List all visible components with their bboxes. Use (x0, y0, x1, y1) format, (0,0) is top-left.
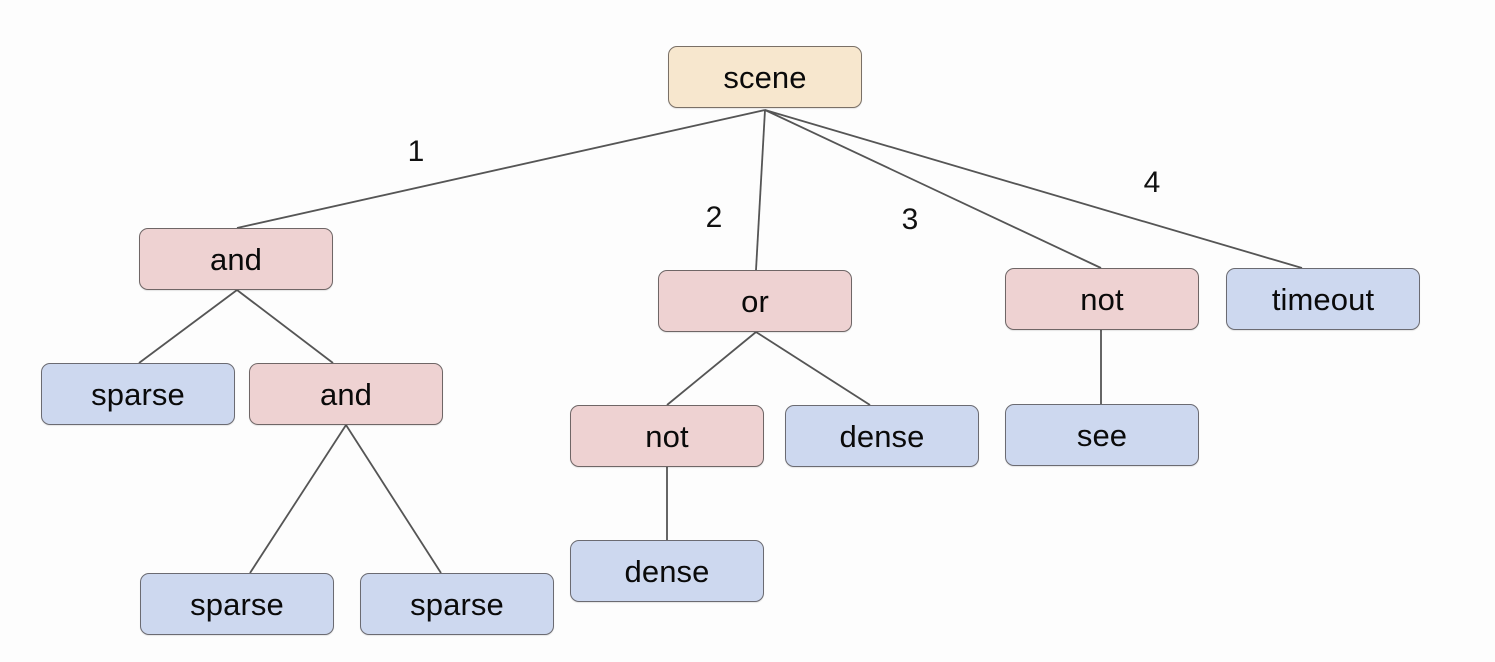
tree-node-dense2[interactable]: dense (570, 540, 764, 602)
edge-scene-to-timeout1 (764, 109, 1303, 269)
tree-node-sparse1[interactable]: sparse (41, 363, 235, 425)
tree-node-sparse3[interactable]: sparse (360, 573, 554, 635)
edge-and2-to-sparse3 (345, 424, 442, 574)
edge-label-4: 4 (1143, 166, 1161, 199)
tree-node-and1[interactable]: and (139, 228, 333, 290)
edge-or1-to-dense1 (755, 331, 871, 406)
edge-label-3: 3 (901, 203, 919, 236)
tree-node-timeout1[interactable]: timeout (1226, 268, 1420, 330)
edge-scene-to-not1 (764, 109, 1102, 269)
edge-or1-to-not2 (666, 331, 757, 406)
tree-node-sparse2[interactable]: sparse (140, 573, 334, 635)
tree-node-or1[interactable]: or (658, 270, 852, 332)
tree-node-scene[interactable]: scene (668, 46, 862, 108)
edge-and1-to-sparse1 (138, 289, 238, 364)
edge-label-2: 2 (705, 201, 723, 234)
tree-node-dense1[interactable]: dense (785, 405, 979, 467)
tree-node-and2[interactable]: and (249, 363, 443, 425)
edge-scene-to-or1 (755, 109, 766, 271)
edge-label-1: 1 (407, 135, 425, 168)
edge-and2-to-sparse2 (249, 424, 347, 574)
tree-node-see1[interactable]: see (1005, 404, 1199, 466)
tree-node-not1[interactable]: not (1005, 268, 1199, 330)
edge-scene-to-and1 (236, 109, 766, 229)
edge-and1-to-and2 (236, 289, 334, 364)
tree-node-not2[interactable]: not (570, 405, 764, 467)
